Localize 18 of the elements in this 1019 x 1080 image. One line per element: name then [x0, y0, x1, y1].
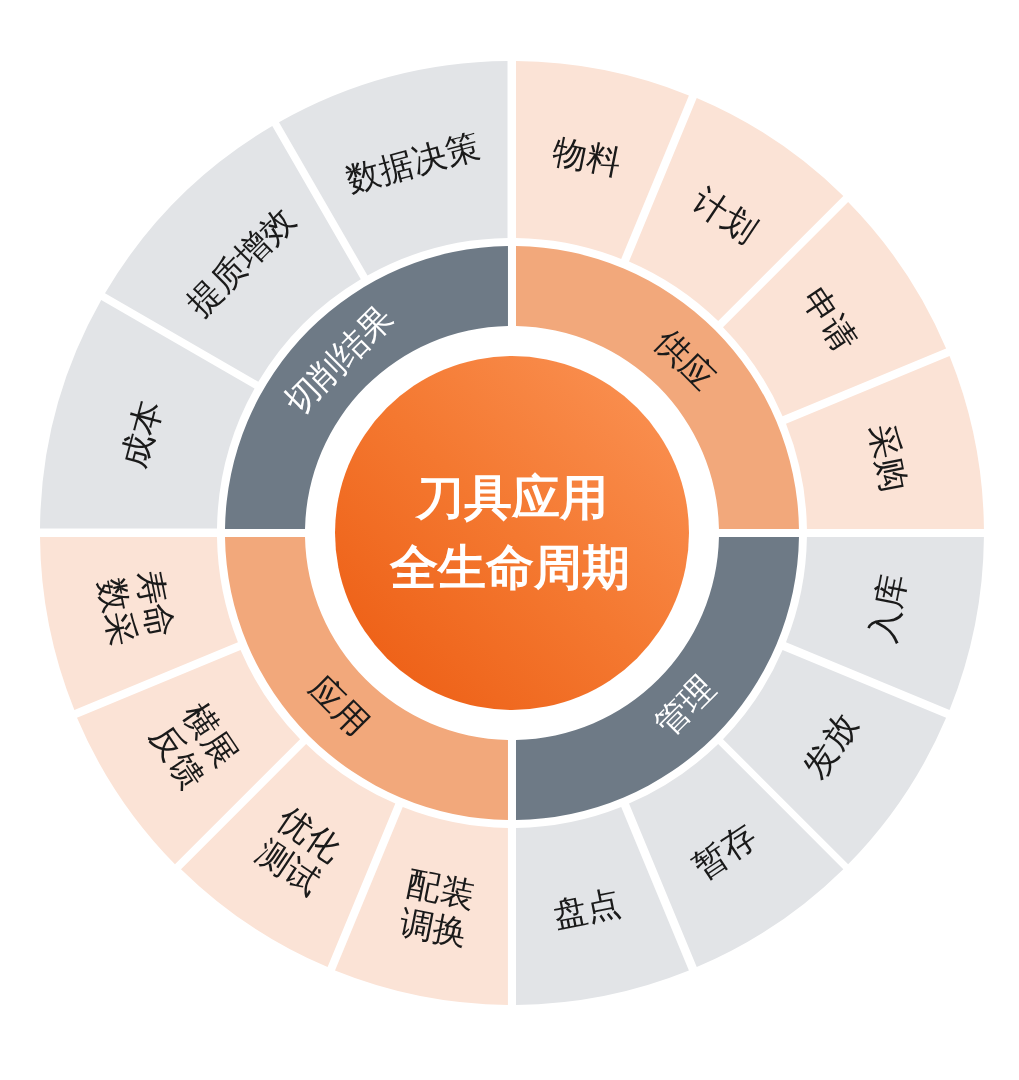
segment-label: 横展反馈 [141, 694, 246, 798]
segment-label: 盘点 [549, 882, 625, 936]
segment-label: 暂存 [685, 815, 765, 888]
segment-label: 寿命数采 [91, 565, 182, 651]
segment-label: 应用 [300, 667, 378, 745]
segment-label: 成本 [113, 395, 171, 472]
segment-label: 管理 [646, 667, 724, 745]
segment-label: 优化测试 [248, 799, 351, 904]
segment-label: 入库 [861, 570, 915, 646]
segment-label: 发放 [794, 706, 867, 786]
segment-label: 供应 [646, 321, 724, 399]
segment-label: 采购 [861, 420, 915, 496]
segment-label: 配装调换 [395, 863, 480, 954]
segment-label: 申请 [794, 280, 867, 360]
segment-label: 物料 [549, 130, 625, 184]
segment-label: 数据决策 [341, 125, 484, 201]
center-title: 刀具应用全生命周期 [389, 468, 631, 597]
segment-label: 计划 [685, 178, 765, 251]
